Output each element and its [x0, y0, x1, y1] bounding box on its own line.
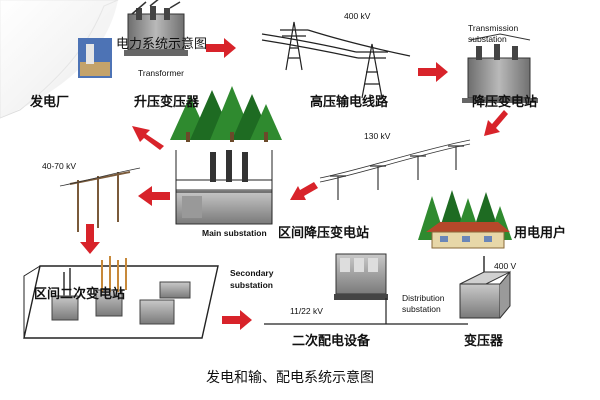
transformer-cn-label: 变压器: [464, 334, 504, 349]
voltage-40-70kv-label: 40-70 kV: [42, 161, 77, 171]
diagram-caption: 发电和输、配电系统示意图: [206, 370, 374, 386]
distribution-poles-40-70kv: [59, 167, 141, 232]
transmission-en-label-1: Transmission: [468, 23, 519, 33]
voltage-130kv-label: 130 kV: [364, 131, 391, 141]
flow-arrows: [80, 38, 508, 330]
consumers-label: 用电用户: [514, 226, 567, 241]
arrow-main-to-poles: [138, 186, 170, 206]
secondary-en-label-2: substation: [230, 280, 273, 290]
voltage-400kv-label: 400 kV: [344, 11, 371, 21]
title-overlay-label: 电力系统示意图: [116, 37, 208, 52]
district-secondary-label: 区间二次变电站: [34, 287, 126, 302]
step-down-substation-label: 降压变电站: [472, 95, 538, 110]
arrow-to-distribution: [222, 310, 252, 330]
forest-step-up-icon: [170, 86, 282, 142]
step-up-transformer-icon: [124, 0, 188, 56]
distribution-poles-130kv: [319, 139, 471, 200]
distribution-transformer-icon: [459, 256, 511, 319]
secondary-distribution-equipment-label: 二次配电设备: [292, 334, 371, 349]
step-up-substation-label: 升压变压器: [134, 95, 200, 110]
page-curl-corner: [0, 0, 119, 119]
transformer-en-label: Transformer: [138, 68, 184, 78]
arrow-forest-up: [132, 126, 164, 150]
district-step-down-label: 区间降压变电站: [278, 226, 370, 241]
hv-line-label: 高压输电线路: [310, 95, 389, 110]
secondary-en-label-1: Secondary: [230, 268, 274, 278]
arrow-substation-down: [484, 110, 508, 136]
district-secondary-substation-icon: [23, 256, 219, 339]
distribution-en-label-2: substation: [402, 304, 441, 314]
power-plant-label: 发电厂: [30, 95, 70, 110]
transmission-towers-400kv: [261, 21, 411, 99]
arrow-poles-down: [80, 224, 100, 254]
voltage-11-22kv-label: 11/22 kV: [290, 306, 323, 316]
arrow-towers-to-substation: [418, 62, 448, 82]
voltage-400v-label: 400 V: [494, 261, 517, 271]
arrow-poles-to-main: [290, 182, 318, 200]
transmission-en-label-2: substation: [468, 34, 507, 44]
main-substation-icon: [175, 150, 273, 225]
distribution-line: [264, 298, 468, 325]
distribution-en-label-1: Distribution: [402, 293, 445, 303]
transmission-substation-icon: [462, 33, 538, 103]
arrow-plant-to-transformer: [206, 38, 236, 58]
secondary-substation-cabinet-icon: [334, 253, 388, 300]
main-substation-en-label: Main substation: [202, 228, 267, 238]
consumers-icon: [418, 190, 512, 249]
